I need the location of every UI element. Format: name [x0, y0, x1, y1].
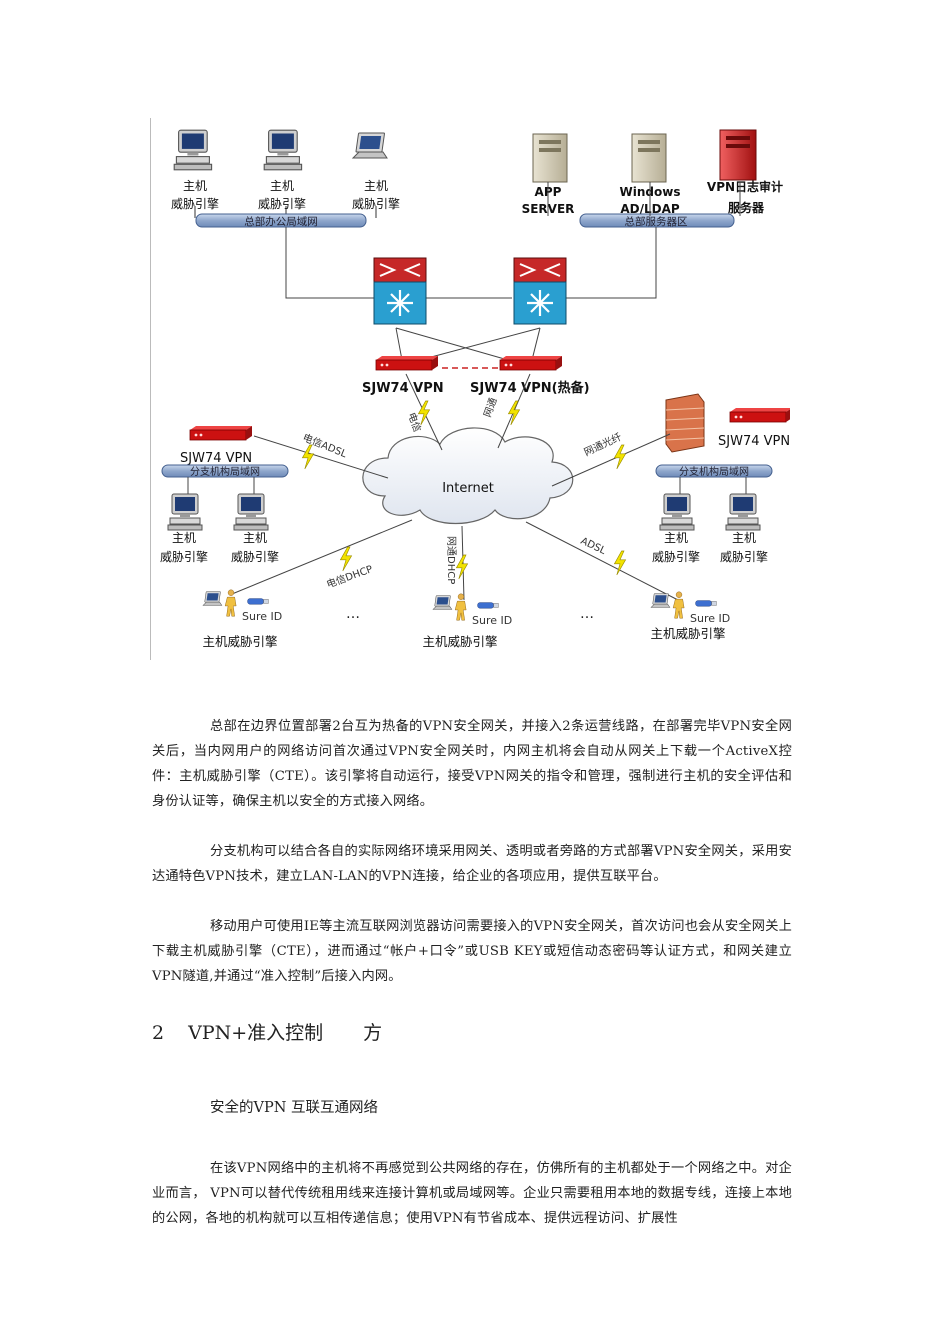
host-label-line1: 主机 — [364, 179, 388, 193]
mobile-host-label: 主机威胁引擎 — [202, 634, 277, 649]
paragraph-hq-deployment: 总部在边界位置部署2台互为热备的VPN安全网关，并接入2条运营线路，在部署完毕V… — [152, 719, 792, 809]
wan-link-bolt-icon — [302, 444, 314, 470]
host-label-line2: 威胁引擎 — [171, 196, 219, 211]
hq-host-pc-icon — [173, 129, 213, 171]
usb-key-icon — [477, 602, 499, 609]
link-adsl-label: ADSL — [579, 536, 608, 557]
host-label-line1: 主机 — [183, 179, 207, 193]
branch-lan-bar — [655, 464, 773, 478]
vpn-gateway-icon — [375, 355, 439, 371]
mobile-laptop-icon — [650, 593, 671, 608]
hq-host-pc-icon — [263, 129, 303, 171]
link-netcom-label: 网通 — [482, 396, 500, 419]
host-label-line2: 威胁引擎 — [258, 196, 306, 211]
section-title: VPN+准入控制 — [188, 1022, 324, 1044]
mobile-user-icon — [224, 589, 237, 617]
core-switch-icon — [372, 256, 428, 326]
ellipsis-left: … — [346, 606, 360, 622]
wan-link-bolt-icon — [508, 400, 520, 426]
branch-vpn-left-label: SJW74 VPN — [180, 451, 252, 466]
wan-link-bolt-icon — [614, 444, 626, 470]
app-server-icon — [532, 133, 568, 183]
branch-host-pc-icon — [233, 493, 269, 531]
section-number: 2 — [152, 1022, 165, 1044]
mobile-laptop-icon — [432, 595, 453, 610]
mobile-host-label: 主机威胁引擎 — [650, 626, 725, 641]
branch-host-pc-icon — [659, 493, 695, 531]
host-label-line2: 威胁引擎 — [652, 549, 700, 564]
network-topology-diagram: 主机 威胁引擎 主机 威胁引擎 主机 威胁引擎 总部办公局域网 APP SERV… — [150, 118, 790, 660]
branch-lan-bar — [161, 464, 289, 478]
vpn-log-server-label-line2: 服务器 — [728, 200, 765, 215]
sure-id-label: Sure ID — [472, 614, 512, 627]
vpn-primary-label: SJW74 VPN — [362, 381, 444, 396]
vpn-log-server-label-line1: VPN日志审计 — [707, 179, 783, 194]
vpn-hot-standby-label: SJW74 VPN(热备) — [470, 380, 590, 396]
branch-host-pc-icon — [167, 493, 203, 531]
windows-ad-server-icon — [631, 133, 667, 183]
hq-office-lan-bar — [195, 213, 367, 228]
paragraph-mobile-users: 移动用户可使用IE等主流互联网浏览器访问需要接入的VPN安全网关，首次访问也会从… — [152, 919, 792, 984]
branch-host-pc-icon — [725, 493, 761, 531]
ellipsis-right: … — [580, 606, 594, 622]
host-label-line2: 威胁引擎 — [231, 549, 279, 564]
paragraph-vpn-network: 在该VPN网络中的主机将不再感觉到公共网络的存在，仿佛所有的主机都处于一个网络之… — [152, 1161, 792, 1226]
wan-link-bolt-icon — [456, 554, 468, 580]
host-label-line1: 主机 — [664, 531, 688, 545]
branch-lan-left-label: 分支机构局域网 — [190, 465, 260, 478]
branch-lan-right-label: 分支机构局域网 — [679, 465, 749, 478]
subsection-heading: 安全的VPN 互联互通网络 — [210, 1100, 379, 1116]
mobile-user-icon — [672, 591, 685, 619]
vpn-log-audit-server-icon — [719, 129, 757, 181]
wan-link-bolt-icon — [614, 550, 626, 576]
firewall-icon — [665, 393, 705, 453]
sure-id-label: Sure ID — [690, 612, 730, 625]
hq-server-zone-bar — [579, 213, 735, 228]
internet-label: Internet — [442, 481, 494, 496]
internet-cloud — [362, 427, 574, 525]
host-label-line2: 威胁引擎 — [352, 196, 400, 211]
host-label-line1: 主机 — [243, 531, 267, 545]
hq-server-zone-label: 总部服务器区 — [625, 215, 688, 228]
host-label-line2: 威胁引擎 — [160, 549, 208, 564]
host-label-line1: 主机 — [172, 531, 196, 545]
vpn-gateway-icon — [499, 355, 563, 371]
branch-vpn-gateway-icon — [729, 407, 790, 423]
core-switch-icon — [512, 256, 568, 326]
branch-vpn-right-label: SJW74 VPN — [718, 434, 790, 449]
link-telecom-dhcp-label: 电信DHCP — [325, 562, 375, 591]
section-heading: 2 VPN+准入控制 方 — [152, 1018, 382, 1045]
usb-key-icon — [247, 598, 269, 605]
hq-office-lan-label: 总部办公局域网 — [244, 215, 318, 228]
mobile-user-icon — [454, 593, 467, 621]
sure-id-label: Sure ID — [242, 610, 282, 623]
host-label-line2: 威胁引擎 — [720, 549, 768, 564]
host-label-line1: 主机 — [732, 531, 756, 545]
usb-key-icon — [695, 600, 717, 607]
mobile-laptop-icon — [202, 591, 223, 606]
host-label-line1: 主机 — [270, 179, 294, 193]
link-netcom-dhcp-label: 网通DHCP — [445, 536, 457, 584]
paragraph-branch-deployment: 分支机构可以结合各自的实际网络环境采用网关、透明或者旁路的方式部署VPN安全网关… — [152, 844, 792, 884]
section-title-tail: 方 — [363, 1022, 383, 1044]
hq-host-laptop-icon — [352, 132, 388, 159]
wan-link-bolt-icon — [340, 546, 352, 572]
branch-vpn-gateway-icon — [189, 425, 253, 441]
mobile-host-label: 主机威胁引擎 — [422, 634, 497, 649]
